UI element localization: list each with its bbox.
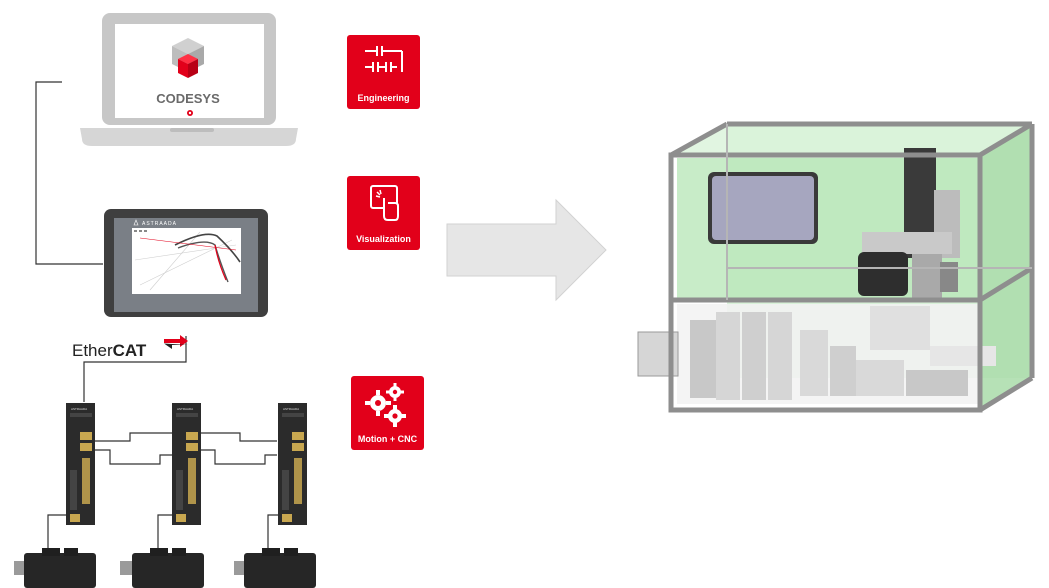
touch-screen-icon — [370, 185, 399, 221]
cnc-machine — [637, 121, 1035, 413]
codesys-label: CODESYS — [156, 91, 220, 106]
engineering-badge: Engineering — [347, 35, 420, 109]
svg-text:ASTRAADA: ASTRAADA — [71, 407, 87, 411]
motion-cnc-badge: Motion + CNC — [351, 376, 424, 450]
hmi-brand: ASTRAADA — [142, 221, 177, 227]
ladder-logic-icon — [365, 46, 403, 72]
svg-text:ASTRAADA: ASTRAADA — [283, 407, 299, 411]
ethercat-arrow-icon — [164, 335, 188, 347]
servo-motor-3 — [234, 548, 316, 588]
ethercat-logo: EtherCAT — [72, 335, 188, 360]
connection-lines — [35, 81, 282, 555]
servo-drive-2: ASTRAADA — [172, 403, 201, 525]
servo-drive-3: ASTRAADA — [278, 403, 307, 525]
motion-cnc-label: Motion + CNC — [357, 434, 418, 444]
visualization-label: Visualization — [356, 234, 411, 244]
hmi-panel: ASTRAADA — [104, 209, 268, 317]
servo-motor-2 — [120, 548, 204, 588]
codesys-logo-icon — [172, 38, 204, 78]
visualization-badge: Visualization — [347, 176, 420, 250]
servo-drive-1: ASTRAADA — [66, 403, 95, 525]
engineering-label: Engineering — [357, 93, 410, 103]
flow-arrow-icon — [446, 198, 607, 302]
svg-text:ASTRAADA: ASTRAADA — [177, 407, 193, 411]
hmi-curve-display — [134, 230, 241, 291]
servo-motor-1 — [14, 548, 96, 588]
gears-icon — [365, 383, 406, 427]
laptop: CODESYS — [80, 13, 298, 146]
svg-text:EtherCAT: EtherCAT — [72, 341, 147, 360]
